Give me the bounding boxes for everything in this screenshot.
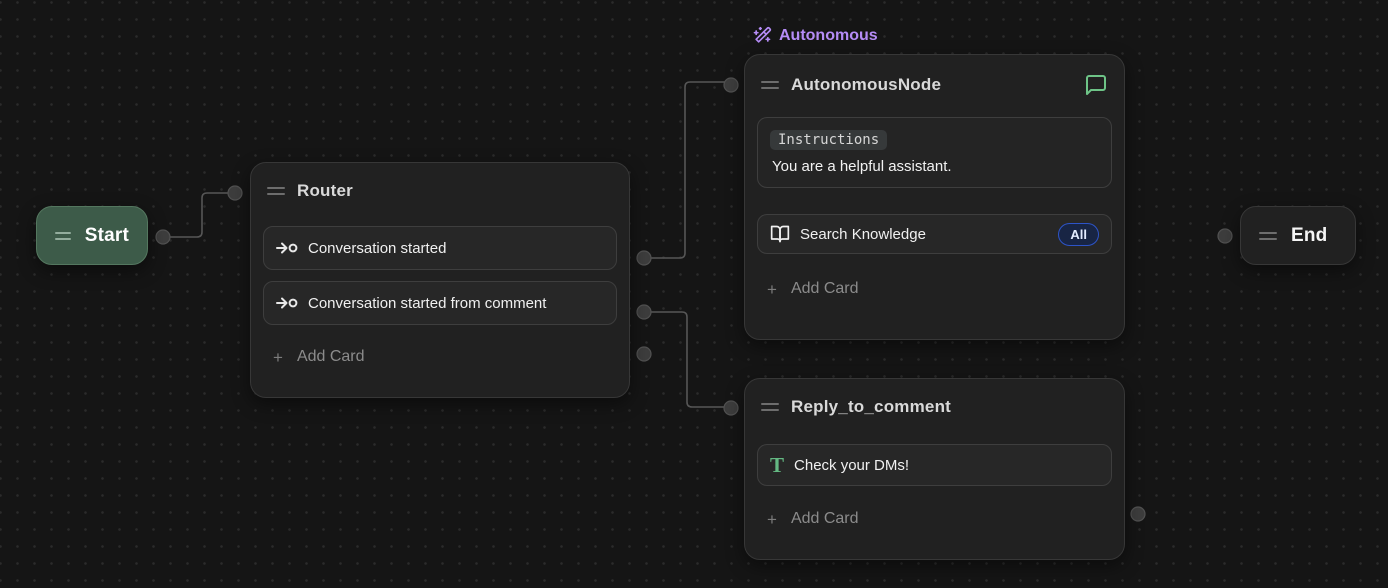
plus-icon: + [767,509,777,529]
reply-input-handle[interactable] [723,400,739,416]
plus-icon: + [273,347,283,367]
autonomous-badge-label: Autonomous [779,27,878,44]
entry-point-icon [276,242,298,254]
router-node-header: Router [251,163,629,201]
end-node[interactable]: End [1240,206,1356,265]
router-card-conversation-started-from-comment[interactable]: Conversation started from comment [263,281,617,325]
reply-output-handle[interactable] [1130,506,1146,522]
end-input-handle[interactable] [1217,228,1233,244]
instructions-text: You are a helpful assistant. [772,158,952,175]
drag-handle-icon[interactable] [55,231,71,240]
card-label: Search Knowledge [800,225,926,243]
drag-handle-icon[interactable] [761,81,779,89]
plus-icon: + [767,279,777,299]
wire-start-to-router [162,192,232,238]
router-output-handle-3[interactable] [636,346,652,362]
open-book-icon [770,225,790,243]
instructions-card[interactable]: Instructions You are a helpful assistant… [757,117,1112,188]
autonomous-node[interactable]: AutonomousNode Instructions You are a he… [744,54,1125,340]
router-node[interactable]: Router Conversation started Conversation… [250,162,630,398]
wire-router-to-reply [643,311,728,408]
entry-point-icon [276,297,298,309]
card-label: Conversation started [308,239,447,257]
router-card-conversation-started[interactable]: Conversation started [263,226,617,270]
wire-router-to-autonomous [643,81,728,259]
search-scope-badge[interactable]: All [1058,222,1099,246]
start-node-title: Start [84,224,129,246]
reply-text-card[interactable]: T Check your DMs! [757,444,1112,486]
drag-handle-icon[interactable] [267,187,285,195]
reply-to-comment-node[interactable]: Reply_to_comment T Check your DMs! + Add… [744,378,1125,560]
reply-add-card-button[interactable]: + Add Card [757,507,1112,531]
router-output-handle-2[interactable] [636,304,652,320]
reply-node-title: Reply_to_comment [791,397,952,416]
end-node-title: End [1291,224,1328,246]
chat-bubble-icon[interactable] [1084,73,1108,97]
router-input-handle[interactable] [227,185,243,201]
autonomous-node-header: AutonomousNode [745,55,1124,97]
autonomous-badge: Autonomous [752,26,878,46]
search-knowledge-card[interactable]: Search Knowledge All [757,214,1112,254]
drag-handle-icon[interactable] [761,403,779,411]
card-label: Check your DMs! [794,456,910,474]
router-add-card-button[interactable]: + Add Card [263,345,617,369]
router-node-title: Router [297,181,353,200]
card-label: Conversation started from comment [308,294,547,312]
autonomous-node-title: AutonomousNode [791,75,942,94]
router-output-handle-1[interactable] [636,250,652,266]
reply-node-header: Reply_to_comment [745,379,1124,417]
add-card-label: Add Card [790,510,859,527]
autonomous-add-card-button[interactable]: + Add Card [757,277,1112,301]
add-card-label: Add Card [790,280,859,297]
add-card-label: Add Card [296,348,365,365]
text-icon: T [770,452,785,477]
start-output-handle[interactable] [155,229,171,245]
wand-sparkles-icon [753,26,772,43]
autonomous-input-handle[interactable] [723,77,739,93]
instructions-chip: Instructions [770,130,888,150]
drag-handle-icon[interactable] [1259,231,1277,240]
start-node[interactable]: Start [36,206,148,265]
